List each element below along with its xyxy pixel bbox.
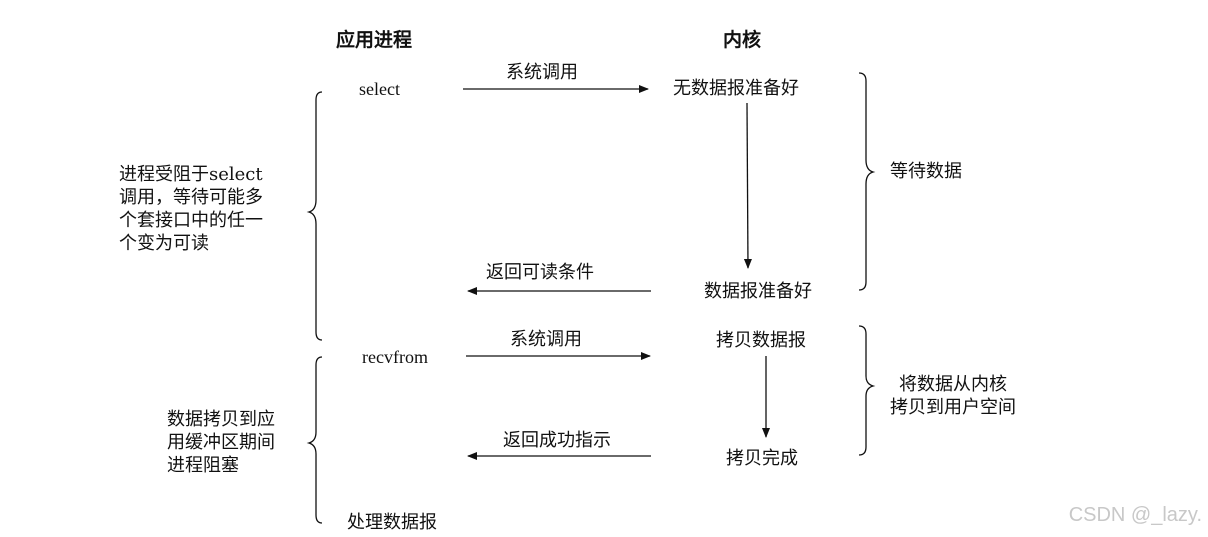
brace-wait-for-data xyxy=(858,72,876,291)
brace-copy-to-user xyxy=(858,325,876,456)
app-process-header: 应用进程 xyxy=(336,29,413,51)
copy-datagram-label: 拷贝数据报 xyxy=(716,330,806,351)
blocked-during-copy-note: 数据拷贝到应 用缓冲区期间 进程阻塞 xyxy=(167,409,275,476)
brace-blocked-in-select xyxy=(306,91,323,341)
recvfrom-call-label: recvfrom xyxy=(362,347,428,367)
datagram-ready-label: 数据报准备好 xyxy=(704,281,812,302)
return-readable-label: 返回可读条件 xyxy=(486,262,594,283)
kernel-header: 内核 xyxy=(723,29,762,51)
brace-blocked-during-copy xyxy=(306,356,323,524)
no-datagram-ready-label: 无数据报准备好 xyxy=(673,78,799,99)
syscall-label-1: 系统调用 xyxy=(506,62,578,83)
wait-for-data-note: 等待数据 xyxy=(890,161,962,182)
select-call-label: select xyxy=(359,79,400,99)
blocked-in-select-note: 进程受阻于select 调用，等待可能多 个套接口中的任一 个变为可读 xyxy=(119,164,263,254)
copy-complete-label: 拷贝完成 xyxy=(726,448,798,469)
syscall-label-2: 系统调用 xyxy=(510,329,582,350)
csdn-watermark: CSDN @_lazy. xyxy=(1068,504,1202,526)
return-success-label: 返回成功指示 xyxy=(503,430,611,451)
copy-to-user-note: 将数据从内核 拷贝到用户空间 xyxy=(890,374,1016,418)
process-datagram-label: 处理数据报 xyxy=(347,512,437,533)
kernel-wait-arrow xyxy=(743,102,752,269)
